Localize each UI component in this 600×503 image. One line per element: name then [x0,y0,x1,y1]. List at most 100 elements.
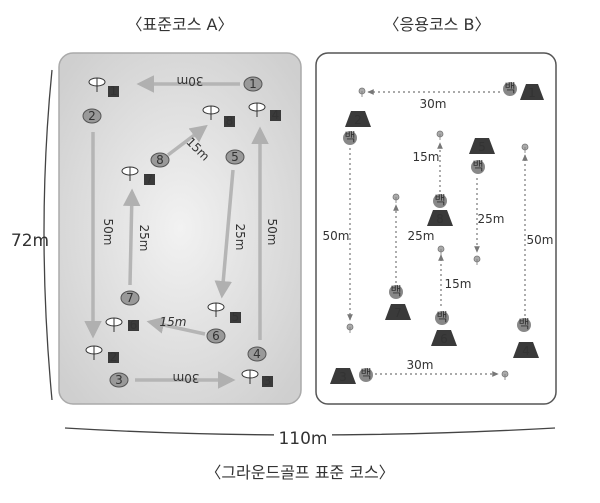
a-dist-6: 15m [160,315,187,329]
b-dist-5: 25m [478,212,505,226]
b-dist-6: 15m [445,277,472,291]
a-hole-4: 4 [248,102,281,122]
course-a-holes: 1 2 3 4 5 6 7 8 [85,77,281,388]
figure-caption: 〈그라운드골프 표준 코스〉 [205,463,394,482]
b-ball-4: 백 [517,317,531,332]
b-ball-7: 백 [389,284,403,299]
course-b-start-balls: 백 백 백 백 백 백 백 백 [343,81,531,382]
course-a-starts: 1 2 3 4 5 6 7 8 [82,76,267,388]
svg-text:백: 백 [518,317,529,331]
svg-text:5: 5 [231,150,239,164]
a-hole-1: 1 [88,77,119,98]
svg-text:2: 2 [88,109,96,123]
a-hole-8: 8 [202,105,235,128]
b-tee-8: 8 [427,210,453,226]
svg-text:4: 4 [522,344,530,358]
height-label: 72m [11,231,49,251]
a-path-8 [166,124,208,157]
svg-text:백: 백 [436,310,447,324]
svg-text:5: 5 [478,140,486,154]
svg-text:백: 백 [434,193,445,207]
a-path-7 [122,188,141,286]
a-hole-3: 3 [241,369,273,388]
b-hole-3 [501,370,509,380]
a-dist-1: 30m [177,74,204,88]
svg-text:7: 7 [394,306,402,320]
course-b-holes [346,87,529,380]
b-hole-6 [437,245,445,255]
a-hole-2: 2 [85,345,119,364]
b-dist-1: 30m [420,97,447,111]
svg-text:8: 8 [156,153,164,167]
b-tee-3: 3 [330,368,356,384]
a-start-1: 1 [243,76,263,92]
a-hole-7: 7 [121,166,155,186]
svg-text:6: 6 [212,329,220,343]
b-ball-3: 백 [359,367,373,382]
svg-text:3: 3 [264,374,272,388]
b-hole-1 [358,87,366,97]
svg-text:백: 백 [390,284,401,298]
a-dist-7: 25m [137,225,151,252]
b-tee-5: 5 [469,138,495,154]
a-dist-4: 50m [265,219,279,246]
b-dist-2: 50m [323,229,350,243]
course-a-paths [84,75,269,389]
b-tee-4: 4 [513,342,539,358]
b-dist-8: 15m [413,150,440,164]
svg-text:1: 1 [528,86,536,100]
a-start-7: 7 [120,290,140,306]
b-hole-5 [473,255,481,265]
b-hole-4 [521,143,529,153]
b-ball-5: 백 [471,159,485,174]
a-dist-2: 50m [101,219,115,246]
course-b-title: 〈응용코스 B〉 [384,15,491,34]
svg-text:8: 8 [226,114,234,128]
svg-text:백: 백 [472,159,483,173]
b-hole-8 [436,130,444,140]
b-dist-7: 25m [408,229,435,243]
course-b-panel [315,52,557,405]
a-dist-5: 25m [233,224,247,251]
width-label-bg [274,428,332,448]
course-b-paths [347,89,528,377]
a-hole-5: 5 [207,302,241,324]
svg-text:4: 4 [253,347,261,361]
svg-text:6: 6 [440,332,448,346]
svg-text:6: 6 [130,318,138,332]
a-start-8: 8 [150,152,170,168]
b-ball-2: 백 [343,130,357,145]
b-ball-1: 백 [503,81,517,96]
a-start-3: 3 [109,372,129,388]
svg-text:3: 3 [339,370,347,384]
a-dist-3: 30m [173,371,200,385]
a-start-4: 4 [247,346,267,362]
height-bracket [43,69,53,401]
svg-text:백: 백 [504,81,515,95]
svg-text:5: 5 [232,310,240,324]
b-tee-2: 2 [345,111,371,127]
svg-text:7: 7 [126,291,134,305]
a-hole-6: 6 [105,317,139,332]
b-ball-8: 백 [433,193,447,208]
b-tee-1: 1 [520,84,544,100]
course-b-tees: 1 2 3 4 5 6 7 8 [330,84,544,384]
svg-text:8: 8 [436,212,444,226]
svg-text:백: 백 [360,367,371,381]
svg-text:백: 백 [344,130,355,144]
b-hole-2 [346,323,354,333]
b-dist-3: 30m [407,358,434,372]
a-start-2: 2 [82,108,102,124]
svg-text:3: 3 [115,373,123,387]
svg-text:1: 1 [249,77,257,91]
b-tee-7: 7 [385,304,411,320]
a-path-5 [214,169,235,299]
b-tee-6: 6 [431,330,457,346]
a-path-6 [146,316,206,336]
b-dist-4: 50m [527,233,554,247]
b-hole-7 [392,193,400,203]
width-label: 110m [278,429,327,449]
svg-text:2: 2 [354,113,362,127]
b-ball-6: 백 [435,310,449,325]
